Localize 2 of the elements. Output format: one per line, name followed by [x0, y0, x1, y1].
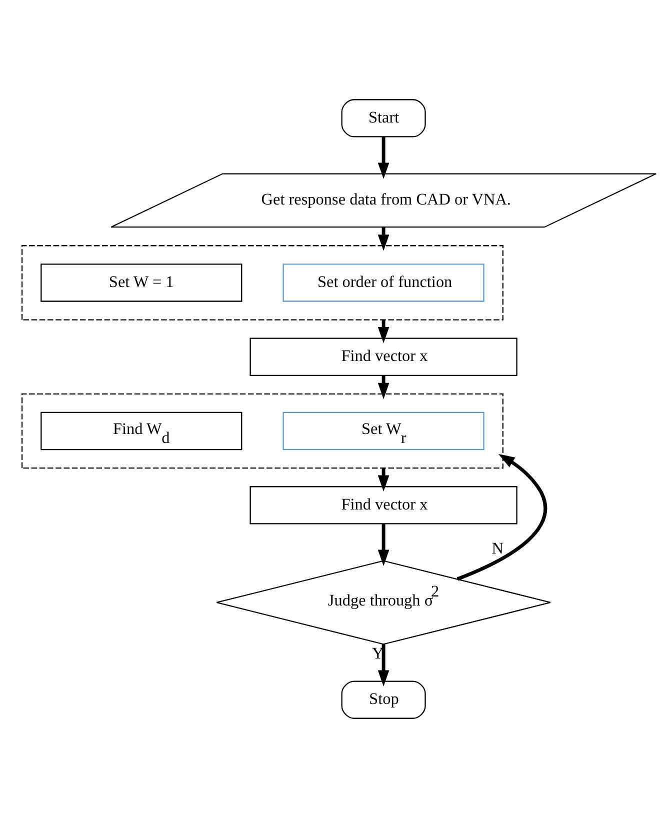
edge-label: N: [492, 539, 504, 557]
edge-label: Y: [372, 644, 384, 662]
